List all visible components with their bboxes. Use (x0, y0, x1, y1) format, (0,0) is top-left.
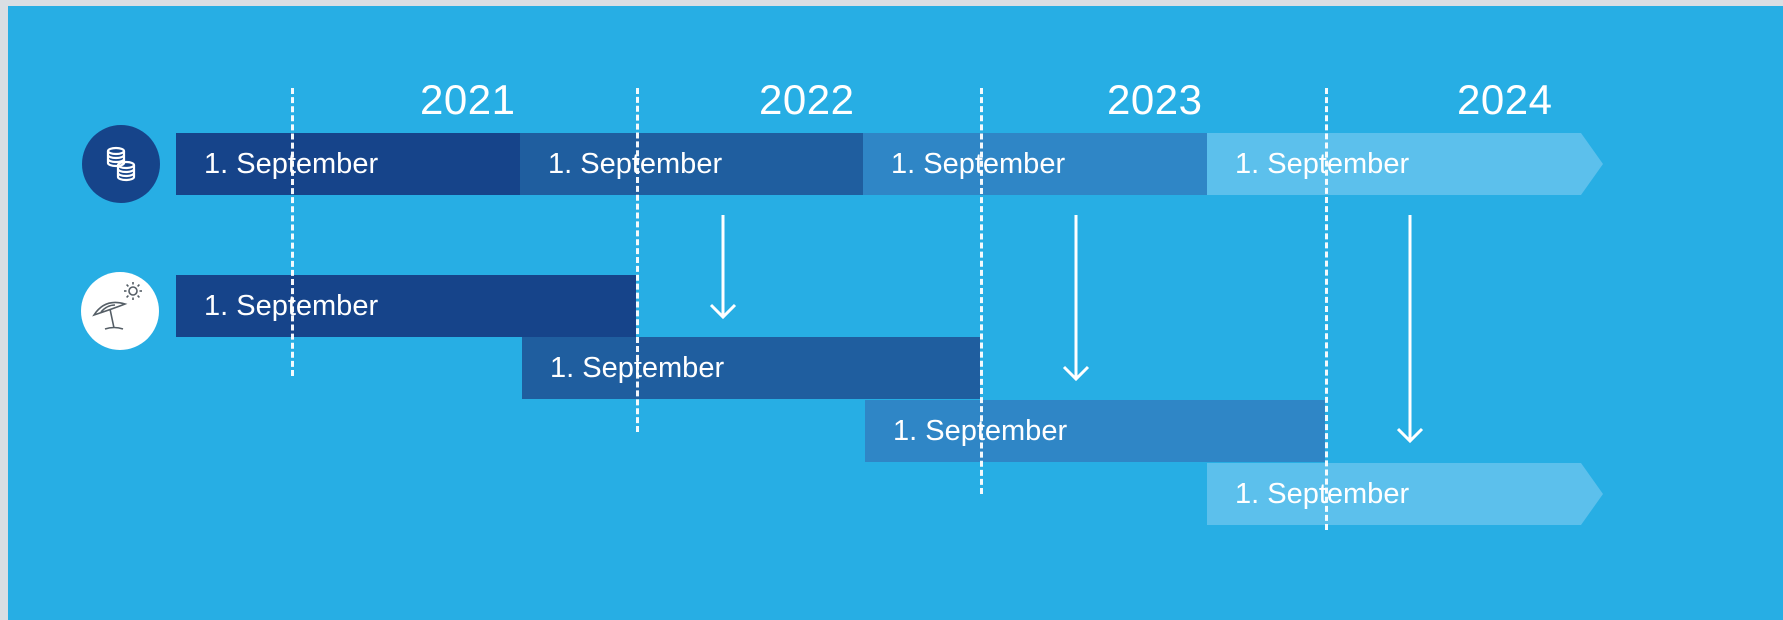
funding-segment-4: 1. September (1207, 133, 1603, 195)
vacation-segment-1: 1. September (176, 275, 636, 337)
vacation-segment-2: 1. September (522, 337, 980, 399)
vacation-segment-4: 1. September (1207, 463, 1603, 525)
year-label-2021: 2021 (420, 76, 516, 123)
year-divider-line (1325, 88, 1328, 530)
beach-umbrella-sun-icon (81, 272, 159, 350)
vacation-segment-3: 1. September (865, 400, 1325, 462)
year-divider-line (980, 88, 983, 494)
funding-segment-3: 1. September (863, 133, 1207, 195)
year-label-2022: 2022 (759, 76, 855, 123)
year-label-2023: 2023 (1107, 76, 1203, 123)
down-arrow-icon (1396, 215, 1424, 444)
year-divider-line (291, 88, 294, 376)
year-label-2024: 2024 (1457, 76, 1553, 123)
funding-segment-2: 1. September (520, 133, 863, 195)
coins-icon (82, 125, 160, 203)
down-arrow-icon (1062, 215, 1090, 382)
funding-segment-1: 1. September (176, 133, 520, 195)
year-divider-line (636, 88, 639, 432)
timeline-diagram: 2021 2022 2023 2024 (8, 6, 1783, 620)
down-arrow-icon (709, 215, 737, 320)
